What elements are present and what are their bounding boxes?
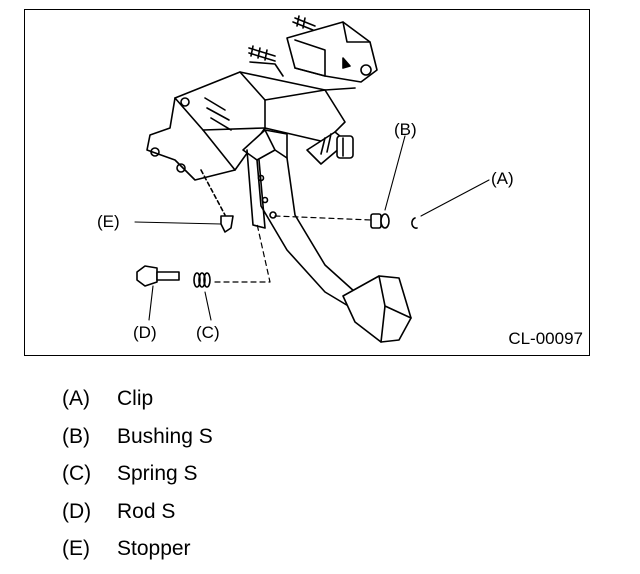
pedal-bracket	[146, 61, 356, 181]
rod-part	[136, 265, 180, 287]
callout-d: (D)	[133, 323, 157, 342]
legend-name: Rod S	[117, 499, 176, 523]
legend-key: (B)	[62, 424, 90, 448]
legend-name: Spring S	[117, 462, 198, 485]
spring-part	[193, 272, 211, 288]
legend-key: (D)	[62, 499, 92, 523]
legend-key: (A)	[62, 387, 90, 410]
legend-name: Clip	[117, 387, 154, 410]
assembly-lines	[214, 215, 372, 283]
figure-code: CL-00097	[508, 329, 583, 348]
legend-key: (C)	[62, 462, 92, 485]
bushing-part	[370, 213, 390, 229]
callout-e: (E)	[97, 212, 120, 231]
leader-lines	[134, 135, 490, 321]
pedal-assembly-figure: (E) (B) (A) (D) (C) CL-00097	[24, 9, 590, 356]
stopper-part	[200, 169, 234, 233]
callout-c: (C)	[196, 323, 220, 342]
legend-name: Stopper	[117, 537, 191, 560]
legend-key: (E)	[62, 537, 90, 560]
callout-a: (A)	[491, 169, 514, 188]
legend-name: Bushing S	[117, 424, 213, 448]
callout-b: (B)	[394, 120, 417, 139]
pedal-drawing	[134, 15, 490, 343]
pivot-shaft	[306, 131, 354, 165]
upper-bracket	[248, 15, 378, 83]
clip-part	[411, 217, 418, 229]
pedal-pad	[342, 275, 412, 343]
